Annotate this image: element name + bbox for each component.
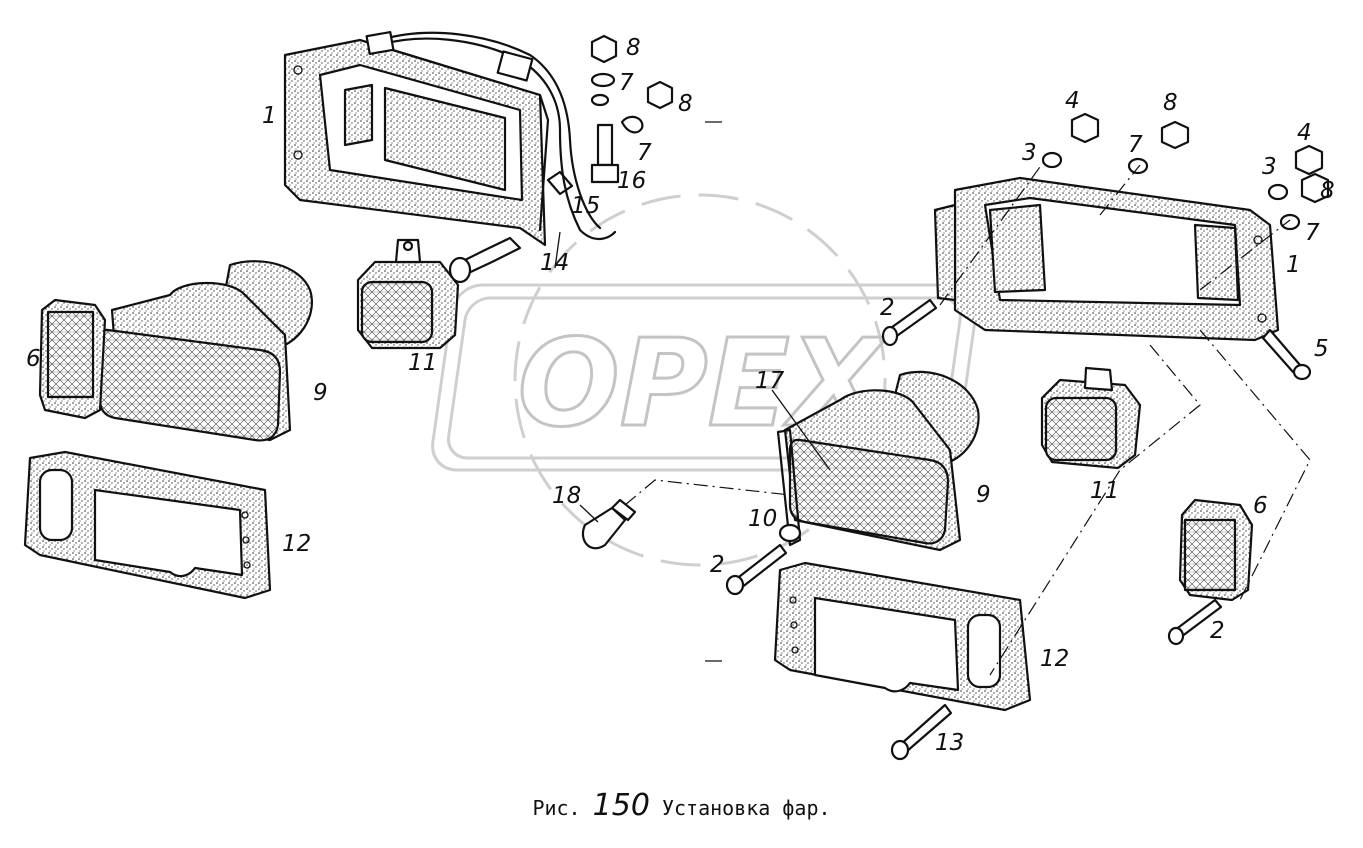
fog-lamp-left [356,238,460,350]
assembly-lines [624,159,1311,676]
callout-8-b: 8 [678,91,693,117]
clip-10 [778,523,802,543]
callout-2-c: 2 [1210,618,1225,644]
callout-4-b: 4 [1297,120,1312,146]
callout-8-c: 8 [1163,90,1178,116]
callout-16: 16 [617,168,646,194]
callout-5: 5 [1314,336,1329,362]
callout-8-d: 8 [1320,178,1335,204]
callout-2-b: 2 [710,552,725,578]
callout-15: 15 [571,193,600,219]
caption-title: Установка фар. [661,796,831,820]
mounting-frame-left [283,38,550,247]
side-lamp-right [1178,498,1254,602]
fasteners-left-frame [448,34,674,284]
callout-12-left: 12 [282,531,311,557]
fog-lamp-right [1040,366,1142,470]
callout-14: 14 [540,250,569,276]
callout-18: 18 [552,483,581,509]
callout-labels: 1 1 2 2 2 3 3 4 4 5 6 6 7 7 7 7 8 8 8 8 … [26,35,1335,756]
callout-12-right: 12 [1040,646,1069,672]
figure-caption: Рис. 150 Установка фар. [0,788,1363,823]
callout-4-a: 4 [1065,88,1080,114]
callout-1-left: 1 [262,103,277,129]
caption-prefix: Рис. [532,796,581,820]
callout-17: 17 [755,368,785,394]
callout-8-a: 8 [626,35,641,61]
mounting-frame-right [933,176,1280,342]
wiring-harness [365,30,617,240]
fasteners-right-frame [1041,112,1330,231]
callout-7-c: 7 [1128,132,1143,158]
bulb [581,498,637,550]
registration-marks [705,121,722,662]
screws [725,298,1312,761]
callout-10: 10 [748,506,777,532]
headlamp-right [776,370,980,552]
callout-9-left: 9 [313,380,328,406]
callout-9-right: 9 [976,482,991,508]
leader-lines [554,231,831,523]
callout-1-right: 1 [1286,252,1301,278]
callout-7-a: 7 [619,70,634,96]
callout-13: 13 [935,730,964,756]
caption-number: 150 [592,788,650,823]
callout-3-b: 3 [1262,154,1277,180]
callout-3-a: 3 [1022,140,1037,166]
callout-11-left: 11 [408,350,437,376]
callout-7-d: 7 [1305,220,1320,246]
bezel-left [23,450,272,600]
callout-6-right: 6 [1253,493,1268,519]
callout-11-right: 11 [1090,478,1119,504]
callout-2-a: 2 [880,295,895,321]
headlamp-left [38,260,313,442]
bezel-right [773,561,1032,712]
callout-6-left: 6 [26,346,41,372]
callout-7-b: 7 [637,140,652,166]
